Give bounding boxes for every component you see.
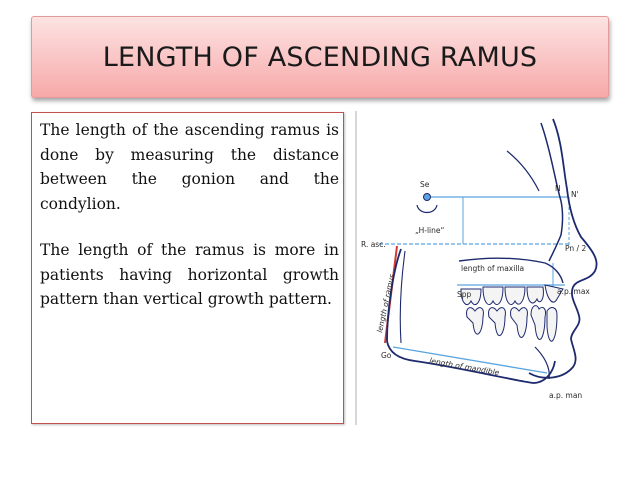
slide-title: LENGTH OF ASCENDING RAMUS xyxy=(102,41,538,73)
label-go: Go xyxy=(381,351,392,360)
diagram-svg: Se N N' „H-line“ R. asc. Pn / 2 length o… xyxy=(361,118,598,400)
mandible-outline xyxy=(386,248,556,384)
label-se: Se xyxy=(420,180,430,189)
soft-tissue-profile xyxy=(528,118,598,379)
label-r-asc: R. asc. xyxy=(361,240,386,249)
symphysis-outline xyxy=(534,346,550,380)
label-pn2: Pn / 2 xyxy=(565,244,586,253)
maxilla-outline xyxy=(458,257,564,284)
mandible-length-line xyxy=(392,346,548,374)
upper-teeth xyxy=(460,284,564,305)
label-length-of-ramus: length of ramus xyxy=(375,273,396,333)
paragraph-growth-pattern: The length of the ramus is more in patie… xyxy=(40,241,339,308)
paragraph-definition: The length of the ascending ramus is don… xyxy=(40,121,339,213)
label-n-prime: N' xyxy=(571,190,579,199)
cephalometric-diagram: Se N N' „H-line“ R. asc. Pn / 2 length o… xyxy=(355,111,608,425)
label-ap-max: a.p. max xyxy=(557,287,590,296)
lower-teeth xyxy=(466,305,558,342)
title-banner: LENGTH OF ASCENDING RAMUS xyxy=(31,16,609,98)
label-h-line: „H-line“ xyxy=(415,226,444,235)
orbit-outline xyxy=(506,150,540,192)
bony-profile xyxy=(540,122,564,262)
text-panel: The length of the ascending ramus is don… xyxy=(31,112,344,424)
label-n: N xyxy=(555,184,561,193)
sella-point xyxy=(423,193,431,201)
sella-turcica xyxy=(416,204,438,214)
label-length-of-maxilla: length of maxilla xyxy=(461,264,524,273)
ramus-posterior-outline xyxy=(399,250,406,344)
label-ap-man: a.p. man xyxy=(549,391,582,400)
label-spp: Spp xyxy=(457,290,472,299)
